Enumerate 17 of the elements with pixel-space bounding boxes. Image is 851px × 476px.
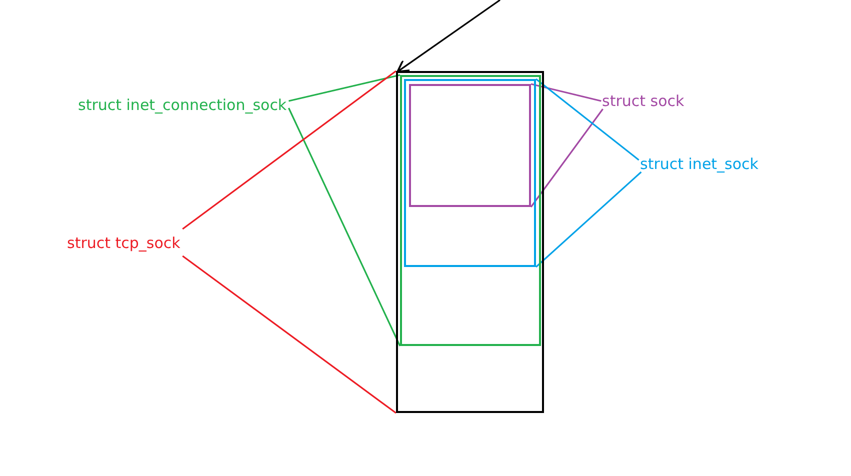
leader-line: [535, 171, 642, 268]
leader-line: [530, 83, 602, 102]
struct-label: struct tcp_sock: [67, 233, 180, 253]
leader-line: [288, 108, 401, 346]
leader-line: [182, 255, 396, 414]
leader-line: [288, 74, 400, 102]
struct-label: struct sock: [602, 91, 684, 111]
leader-line: [530, 108, 604, 208]
leader-line: [182, 70, 396, 230]
struct-label: struct inet_sock: [640, 154, 758, 174]
arrow: [396, 0, 500, 73]
outline-rectangle: [404, 79, 536, 267]
outline-rectangle: [396, 71, 544, 413]
outline-rectangle: [409, 84, 531, 207]
outline-rectangle: [400, 75, 541, 346]
leader-line: [536, 78, 640, 161]
struct-label: struct inet_connection_sock: [78, 95, 287, 115]
